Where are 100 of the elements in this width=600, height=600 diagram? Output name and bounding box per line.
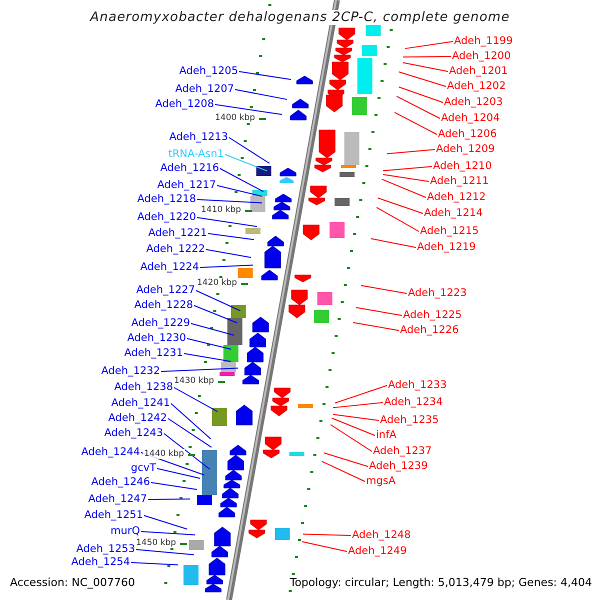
gene-label: Adeh_1247 — [88, 493, 147, 506]
gene-label: Adeh_1206 — [438, 128, 497, 141]
gene-label: Adeh_1211 — [430, 175, 489, 188]
leader-line — [332, 414, 380, 421]
gene-label: Adeh_1241 — [111, 397, 170, 410]
leader-line — [238, 71, 292, 80]
leader-line — [196, 217, 258, 228]
leader-line — [224, 154, 268, 172]
leader-line — [386, 149, 436, 154]
gene-label: Adeh_1200 — [452, 50, 511, 63]
leader-line — [402, 62, 448, 72]
leader-line — [170, 403, 212, 440]
leader-line — [396, 96, 440, 119]
gene-label: Adeh_1226 — [400, 324, 459, 337]
gene-label: Adeh_1251 — [84, 509, 143, 522]
gene-label: Adeh_1224 — [140, 261, 199, 274]
leader-line — [228, 137, 270, 164]
gene-label: Adeh_1199 — [454, 35, 513, 48]
gene-label: Adeh_1230 — [127, 332, 186, 345]
scale-label: 1400 kbp — [214, 113, 256, 123]
gene-label: Adeh_1238 — [114, 381, 173, 394]
gene-label: Adeh_1249 — [348, 545, 407, 558]
gene-label: Adeh_1225 — [403, 309, 462, 322]
gene-label: Adeh_1216 — [160, 162, 219, 175]
leader-line — [301, 541, 348, 552]
leader-line — [376, 206, 420, 232]
leader-line — [352, 322, 400, 331]
gene-label: Adeh_1242 — [108, 412, 167, 425]
leader-line — [130, 562, 178, 566]
gene-label: Adeh_1228 — [134, 299, 193, 312]
gene-label: Adeh_1201 — [449, 65, 508, 78]
gene-label: Adeh_1221 — [148, 227, 207, 240]
leader-line — [136, 549, 194, 556]
leader-line — [334, 385, 388, 404]
gene-label: Adeh_1218 — [137, 193, 196, 206]
leader-line — [196, 199, 262, 204]
gene-label: Adeh_1207 — [175, 83, 234, 96]
gene-label: Adeh_1204 — [441, 112, 500, 125]
gene-label: Adeh_1205 — [179, 65, 238, 78]
leader-line — [370, 238, 416, 248]
gene-label: Adeh_1220 — [137, 211, 196, 224]
leader-line — [144, 515, 188, 530]
gene-label: Adeh_1253 — [76, 543, 135, 556]
leader-line — [186, 338, 232, 350]
leader-line — [382, 174, 430, 182]
gene-label: Adeh_1243 — [104, 427, 163, 440]
gene-label: Adeh_1244 — [81, 446, 140, 459]
gene-label: Adeh_1233 — [388, 379, 447, 392]
leader-line — [382, 166, 432, 172]
leader-line — [321, 460, 366, 482]
scale-label: 1420 kbp — [196, 278, 238, 288]
gene-label: Adeh_1229 — [131, 317, 190, 330]
gene-label: Adeh_1223 — [408, 287, 467, 300]
gene-label: Adeh_1248 — [352, 529, 411, 542]
gene-label: Adeh_1215 — [420, 225, 479, 238]
gene-label: Adeh_1239 — [369, 460, 428, 473]
leader-line — [216, 185, 263, 197]
gene-label: Adeh_1214 — [424, 207, 483, 220]
gene-label: Adeh_1202 — [447, 80, 506, 93]
scale-label: 1430 kbp — [173, 376, 216, 386]
leader-line — [330, 424, 372, 452]
gene-label: Adeh_1210 — [433, 160, 492, 173]
leader-line — [394, 112, 438, 135]
chart-title: Anaeromyxobacter dehalogenans 2CP-C, complete genome — [88, 10, 512, 25]
leader-line — [194, 305, 238, 324]
gene-label: Adeh_1237 — [373, 445, 432, 458]
scale-label: 1410 kbp — [200, 205, 242, 215]
leader-line — [156, 468, 201, 479]
leader-line — [150, 482, 198, 490]
leader-line — [214, 104, 283, 116]
gene-label: tRNA-Asn1 — [168, 148, 224, 161]
scale-label: 1450 kbp — [135, 538, 178, 548]
leader-line — [381, 178, 426, 198]
gene-label: Adeh_1219 — [417, 241, 476, 254]
leader-line — [148, 498, 190, 500]
leader-line — [184, 353, 232, 362]
leader-line — [234, 89, 288, 100]
leader-line — [220, 168, 264, 192]
gene-label: Adeh_1231 — [124, 347, 183, 360]
leader-line — [164, 433, 210, 470]
leader-line — [404, 41, 454, 50]
gene-label: Adeh_1234 — [384, 396, 443, 409]
gene-label: Adeh_1222 — [146, 243, 205, 256]
leader-line — [323, 452, 368, 467]
leader-line — [402, 56, 452, 58]
leader-line — [208, 233, 255, 240]
leader-line — [398, 86, 444, 103]
gene-label: Adeh_1232 — [101, 365, 160, 378]
leader-line — [200, 264, 254, 268]
gene-label: Adeh_1208 — [155, 98, 214, 111]
leader-line — [190, 323, 235, 336]
leader-line — [377, 197, 424, 214]
leader-line — [398, 71, 446, 87]
gene-label: mgsA — [366, 475, 396, 488]
leader-line — [206, 249, 252, 258]
leader-line — [302, 534, 352, 536]
gene-label: Adeh_1235 — [380, 414, 439, 427]
leader-line — [160, 368, 238, 372]
gene-label: murQ — [110, 525, 140, 538]
leader-line — [360, 285, 408, 294]
